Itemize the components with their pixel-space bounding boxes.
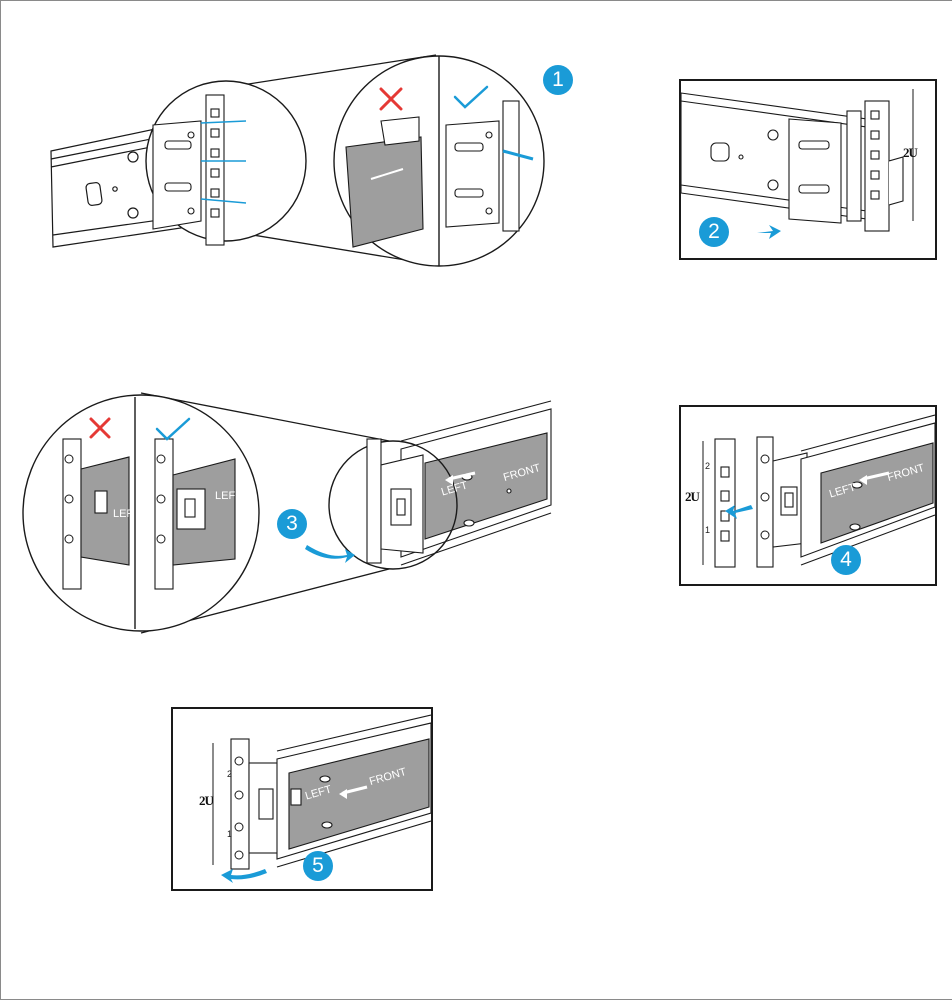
step3-compare-circle: LEF LEF <box>22 394 260 632</box>
step5-rail-figure <box>212 714 431 883</box>
step4-unit-number-lower: 1 <box>705 525 711 535</box>
step5-unit-number-lower: 1 <box>227 829 233 839</box>
step3-rail <box>400 400 552 566</box>
step2-rack-unit-label: 2U <box>903 145 918 160</box>
step4-rack-unit-label: 2U <box>685 489 700 504</box>
step3-left-text-a: LEF <box>113 508 133 520</box>
step3-wrong-mark-icon <box>89 417 111 439</box>
step5-badge: 5 <box>303 851 333 881</box>
step5-unit-number-upper: 2 <box>227 769 233 779</box>
check-mark-icon <box>453 85 489 109</box>
step4-panel: 2U 2 1 LEFT FRONT 4 <box>679 405 937 586</box>
step4-badge: 4 <box>831 545 861 575</box>
step4-rail-figure <box>702 414 935 568</box>
step4-unit-number-upper: 2 <box>705 461 711 471</box>
step1-zoom-circle <box>145 80 307 246</box>
step2-badge: 2 <box>699 217 729 247</box>
step3-zoom-circle <box>328 438 458 570</box>
wrong-mark-icon <box>379 87 403 111</box>
step3-check-mark-icon <box>155 417 191 441</box>
step1-rail-figure <box>50 54 545 267</box>
step5-panel: 2U 2 1 LEFT FRONT 5 <box>171 707 433 891</box>
step1-compare-circle <box>333 55 545 267</box>
step3-badge: 3 <box>277 509 307 539</box>
step2-panel: 2U 2 <box>679 79 937 260</box>
step3-rail-figure: LEF LEF <box>22 392 552 634</box>
step3-left-text-b: LEF <box>215 490 235 502</box>
step5-rack-unit-label: 2U <box>199 793 214 808</box>
step2-rail-figure <box>681 89 914 239</box>
step1-badge: 1 <box>543 65 573 95</box>
